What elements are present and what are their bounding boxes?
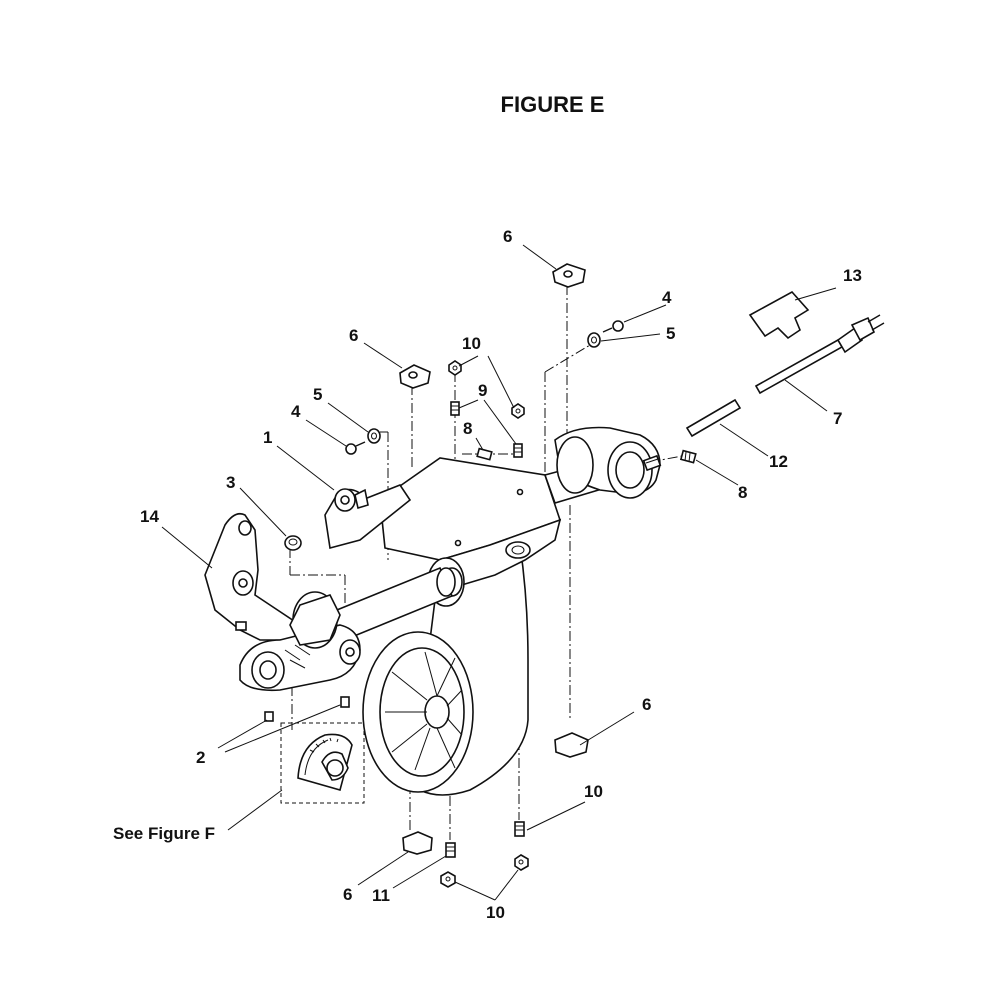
callout-6-right: 6 [642,695,651,714]
callout-12: 12 [769,452,788,471]
callout-10-top: 10 [462,334,481,353]
callout-11: 11 [372,886,390,905]
callout-6-bottom: 6 [343,885,352,904]
callout-labels: 6 6 4 5 10 9 8 5 4 1 3 14 13 7 12 8 6 10… [113,227,862,922]
callout-5-right: 5 [666,324,675,343]
left-frame-bracket [204,512,301,641]
callout-4-left: 4 [291,402,301,421]
callout-10-bottom-label: 10 [486,903,505,922]
callout-9-top: 9 [478,381,487,400]
callout-4-right: 4 [662,288,672,307]
main-housing [362,457,562,796]
cord-assembly [685,290,885,438]
callout-7: 7 [833,409,842,428]
callout-6-top: 6 [503,227,512,246]
callout-8-right: 8 [738,483,747,502]
callout-13: 13 [843,266,862,285]
right-bearing-housing [554,426,662,499]
callout-6-left: 6 [349,326,358,345]
see-figure-f-label: See Figure F [113,824,215,843]
deflector-control-inset [280,722,365,804]
hardware [264,263,697,888]
chute-control-assembly [239,591,361,692]
callout-8-top: 8 [463,419,472,438]
callout-1: 1 [263,428,272,447]
callout-14: 14 [140,507,159,526]
callout-3: 3 [226,473,235,492]
leader-lines [161,244,837,901]
callout-5-left: 5 [313,385,322,404]
figure-title: FIGURE E [500,92,605,117]
callout-9-bottom: 10 [584,782,603,801]
callout-2: 2 [196,748,205,767]
left-bracket [324,484,412,550]
